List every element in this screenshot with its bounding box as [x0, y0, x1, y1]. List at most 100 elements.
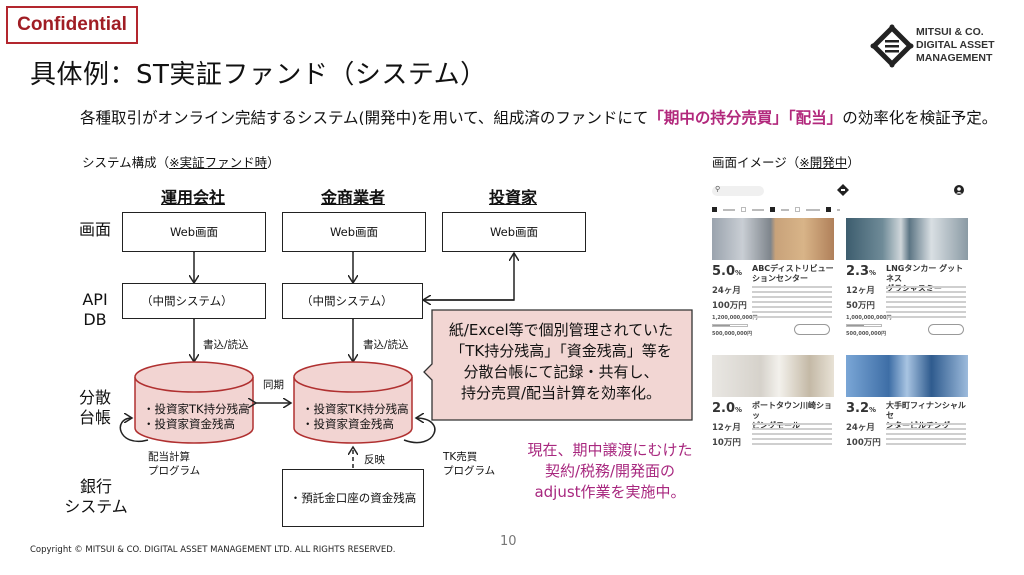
fund-card-image	[712, 355, 834, 397]
confidential-badge: Confidential	[6, 6, 138, 44]
ledger-cylinder-1	[134, 361, 254, 444]
arrow-middle-to-investor	[423, 253, 514, 301]
mock-logo-icon	[837, 184, 849, 196]
fund-card-unit-amount: 100万円	[712, 301, 747, 311]
fund-card-raised: 500,000,000円	[712, 331, 753, 337]
row-label-screen: 画面	[78, 220, 111, 239]
fund-card-unit-amount: 10万円	[712, 438, 741, 448]
callout-line: 分散台帳にて記録・共有し、	[463, 363, 659, 381]
lead-text: 各種取引がオンライン完結するシステム(開発中)を用いて、組成済のファンドにて	[80, 109, 649, 127]
fund-card-description	[886, 423, 966, 448]
tk-trade-program-line-2: プログラム	[443, 465, 496, 477]
checkbox-unchecked-icon	[795, 207, 800, 212]
write-read-label-1: 書込/読込	[203, 339, 249, 351]
fund-card-title: 大手町フィナンシャルセンタービルヂング	[886, 401, 966, 430]
note-line: adjust作業を実施中。	[534, 483, 686, 501]
note-line: 契約/税務/開発面の	[544, 462, 676, 480]
fund-card-progress-bar	[846, 324, 882, 327]
fund-card-term: 12ヶ月	[712, 423, 741, 433]
ledger-item-tk-balance: ・投資家TK持分残高	[302, 402, 409, 416]
lead-highlight-dividend: 「配当」	[787, 109, 843, 127]
note-line: 現在、期中譲渡にむけた	[527, 441, 693, 459]
column-header-investor: 投資家	[488, 188, 537, 207]
sync-label: 同期	[263, 379, 284, 391]
company-logo: MITSUI & CO. DIGITAL ASSET MANAGEMENT	[870, 24, 1010, 70]
web-screen-broker: Web画面	[282, 212, 426, 252]
logo-text-line: MANAGEMENT	[916, 52, 993, 64]
checkbox-checked-icon	[712, 207, 717, 212]
mock-search-input: ⚲	[712, 185, 764, 196]
fund-card-title: LNGタンカー グットネスグラシャスミー	[886, 264, 964, 293]
lead-sentence: 各種取引がオンライン完結するシステム(開発中)を用いて、組成済のファンドにて「期…	[80, 106, 997, 128]
logo-text-line: DIGITAL ASSET	[916, 39, 995, 51]
callout-text: 紙/Excel等で個別管理されていた 「TK持分残高」「資金残高」等を 分散台帳…	[432, 320, 690, 404]
ledger-items-1: ・投資家TK持分残高 ・投資家資金残高	[143, 402, 250, 432]
screen-image-label: 画面イメージ（※開発中）	[712, 152, 860, 171]
fund-card-rate: 2.0%	[712, 401, 743, 416]
fund-card[interactable]: 5.0% ABCディストリビューションセンター 24ヶ月 100万円 1,200…	[712, 218, 834, 346]
user-account-icon	[954, 185, 964, 195]
fund-card-detail-button[interactable]	[794, 324, 830, 335]
label-underlined: ※開発中	[799, 155, 848, 170]
checkbox-unchecked-icon	[741, 207, 746, 212]
fund-card-description	[752, 423, 832, 448]
tk-trade-program-label: TK売買 プログラム	[443, 450, 495, 478]
label-prefix: システム構成（	[82, 155, 170, 170]
ledger-item-cash-balance: ・投資家資金残高	[143, 417, 235, 431]
page-number: 10	[500, 534, 517, 549]
callout-bubble	[423, 309, 693, 421]
row-label-bank-1: 銀行	[79, 477, 112, 496]
fund-card-image	[846, 218, 968, 260]
row-label-api-db: API DB	[70, 290, 120, 330]
ledger-item-tk-balance: ・投資家TK持分残高	[143, 402, 250, 416]
logo-mark-icon	[870, 24, 914, 68]
fund-card-unit-amount: 100万円	[846, 438, 881, 448]
ledger-items-2: ・投資家TK持分残高 ・投資家資金残高	[302, 402, 409, 432]
checkbox-checked-icon	[770, 207, 775, 212]
fund-card-detail-button[interactable]	[928, 324, 964, 335]
row-label-ledger-1: 分散	[78, 388, 111, 407]
fund-card[interactable]: 2.0% ポートタウン川崎ショッピングモール 12ヶ月 10万円	[712, 355, 834, 483]
fund-card-description	[886, 286, 966, 321]
row-label-api: API	[82, 290, 108, 309]
dividend-program-label: 配当計算 プログラム	[148, 450, 200, 478]
row-label-ledger: 分散 台帳	[70, 388, 120, 428]
fund-card-rate: 3.2%	[846, 401, 877, 416]
row-label-ledger-2: 台帳	[78, 408, 111, 427]
dividend-program-line-1: 配当計算	[148, 451, 190, 463]
fund-card-description	[752, 286, 832, 321]
system-config-label: システム構成（※実証ファンド時）	[82, 152, 280, 171]
app-screen-mockup: ⚲ 5.0% ABCディストリビューションセンター 24ヶ月 100万円 1,2…	[704, 180, 976, 465]
lead-text-end: の効率化を検証予定。	[842, 109, 998, 127]
fund-card-rate: 5.0%	[712, 264, 743, 279]
callout-line: 「TK持分残高」「資金残高」等を	[450, 342, 672, 360]
dividend-loop-arrow	[119, 418, 149, 443]
column-header-broker: 金商業者	[320, 188, 385, 207]
checkbox-checked-icon	[826, 207, 831, 212]
fund-card-title: ポートタウン川崎ショッピングモール	[752, 401, 832, 430]
column-header-asset-manager: 運用会社	[160, 188, 225, 207]
mock-filter-row	[712, 207, 840, 212]
row-label-bank-2: システム	[64, 497, 128, 516]
web-screen-asset-manager: Web画面	[122, 212, 266, 252]
callout-line: 持分売買/配当計算を効率化。	[460, 384, 662, 402]
fund-card-rate: 2.3%	[846, 264, 877, 279]
reflect-label: 反映	[364, 454, 385, 466]
bank-deposit-box: ・預託金口座の資金残高	[282, 469, 424, 527]
write-read-label-2: 書込/読込	[363, 339, 409, 351]
dividend-program-line-2: プログラム	[148, 465, 201, 477]
fund-card-title: ABCディストリビューションセンター	[752, 264, 834, 283]
fund-card[interactable]: 2.3% LNGタンカー グットネスグラシャスミー 12ヶ月 50万円 1,00…	[846, 218, 968, 346]
label-suffix: ）	[267, 155, 280, 170]
fund-card-term: 12ヶ月	[846, 286, 875, 296]
callout-line: 紙/Excel等で個別管理されていた	[448, 321, 674, 339]
label-prefix: 画面イメージ（	[712, 155, 800, 170]
fund-card[interactable]: 3.2% 大手町フィナンシャルセンタービルヂング 24ヶ月 100万円	[846, 355, 968, 483]
fund-card-term: 24ヶ月	[712, 286, 741, 296]
fund-card-unit-amount: 50万円	[846, 301, 875, 311]
web-screen-investor: Web画面	[442, 212, 586, 252]
ledger-item-cash-balance: ・投資家資金残高	[302, 417, 394, 431]
middle-system-broker: （中間システム）	[282, 283, 423, 319]
fund-card-total: 1,000,000,000円	[846, 315, 892, 321]
